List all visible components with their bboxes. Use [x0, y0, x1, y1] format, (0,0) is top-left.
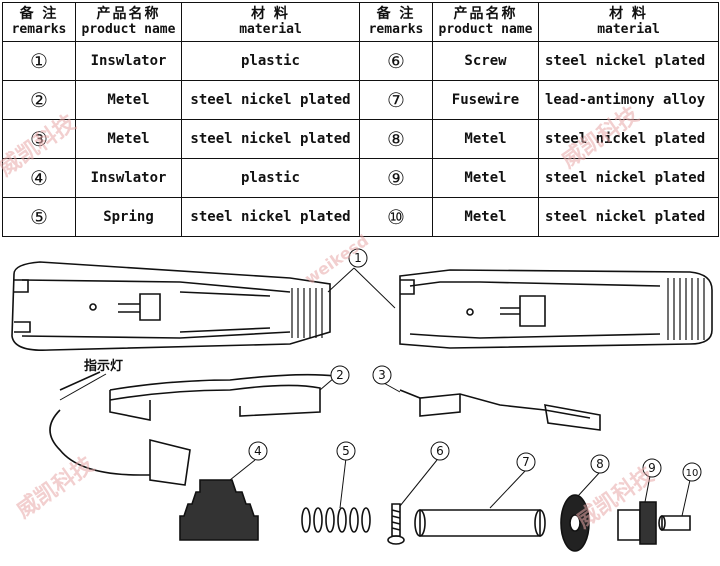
- part-number: ⑨: [359, 158, 433, 198]
- material: plastic: [181, 158, 360, 198]
- part-number: ④: [2, 158, 76, 198]
- material: steel nickel plated: [538, 197, 719, 237]
- product-name: Spring: [75, 197, 182, 237]
- callout-4: 4: [248, 441, 268, 461]
- material: steel nickel plated: [181, 197, 360, 237]
- part-number: ⑦: [359, 80, 433, 120]
- indicator-label: 指示灯: [84, 358, 123, 374]
- svg-text:5: 5: [342, 444, 350, 458]
- part-5-spring: [301, 507, 371, 533]
- callout-10: 10: [682, 462, 702, 482]
- svg-text:7: 7: [522, 455, 530, 469]
- svg-text:2: 2: [336, 368, 344, 382]
- table-row: ① Inswlator plastic ⑥ Screw steel nickel…: [2, 41, 719, 81]
- callout-7: 7: [516, 452, 536, 472]
- part-9-cap: [617, 501, 657, 545]
- svg-text:4: 4: [254, 444, 262, 458]
- part-number: ⑧: [359, 119, 433, 159]
- part-4-insulator: [179, 479, 259, 541]
- product-name: Metel: [75, 80, 182, 120]
- product-name: Inswlator: [75, 41, 182, 81]
- callout-9: 9: [642, 458, 662, 478]
- table-row: ③ Metel steel nickel plated ⑧ Metel stee…: [2, 119, 719, 159]
- svg-text:9: 9: [648, 461, 656, 475]
- part-2-metal-strip: [49, 371, 336, 486]
- callout-8: 8: [590, 454, 610, 474]
- part-3-metal-strip: [399, 389, 601, 431]
- svg-text:6: 6: [436, 444, 444, 458]
- product-name: Screw: [432, 41, 539, 81]
- callout-6: 6: [430, 441, 450, 461]
- product-name: Metel: [432, 197, 539, 237]
- material: steel nickel plated: [181, 80, 360, 120]
- product-name: Metel: [75, 119, 182, 159]
- material: steel nickel plated: [538, 119, 719, 159]
- callout-5: 5: [336, 441, 356, 461]
- part-number: ②: [2, 80, 76, 120]
- material: plastic: [181, 41, 360, 81]
- fuse-holder-left: [11, 261, 331, 352]
- part-number: ⑥: [359, 41, 433, 81]
- part-7-fuse-tube: [414, 509, 546, 537]
- product-name: Metel: [432, 119, 539, 159]
- fuse-holder-right: [399, 269, 713, 349]
- product-name: Inswlator: [75, 158, 182, 198]
- part-number: ③: [2, 119, 76, 159]
- material: steel nickel plated: [181, 119, 360, 159]
- part-number: ①: [2, 41, 76, 81]
- table-row: ② Metel steel nickel plated ⑦ Fusewire l…: [2, 80, 719, 120]
- part-number: ⑩: [359, 197, 433, 237]
- callout-1: 1: [348, 248, 368, 268]
- material: steel nickel plated: [538, 158, 719, 198]
- material: steel nickel plated: [538, 41, 719, 81]
- table-row: ⑤ Spring steel nickel plated ⑩ Metel ste…: [2, 197, 719, 237]
- table-row: ④ Inswlator plastic ⑨ Metel steel nickel…: [2, 158, 719, 198]
- part-number: ⑤: [2, 197, 76, 237]
- material: lead-antimony alloy: [538, 80, 719, 120]
- svg-text:8: 8: [596, 457, 604, 471]
- product-name: Fusewire: [432, 80, 539, 120]
- part-10-pin: [658, 515, 691, 531]
- svg-text:10: 10: [686, 468, 699, 479]
- callout-2: 2: [330, 365, 350, 385]
- exploded-parts-diagram: 1 2 3 4 5 6 7 8 9 10 指示灯: [11, 248, 713, 552]
- callout-3: 3: [372, 365, 392, 385]
- product-name: Metel: [432, 158, 539, 198]
- svg-text:3: 3: [378, 368, 386, 382]
- part-8-washer: [560, 494, 590, 552]
- part-6-screw: [387, 503, 405, 545]
- svg-text:1: 1: [354, 251, 362, 265]
